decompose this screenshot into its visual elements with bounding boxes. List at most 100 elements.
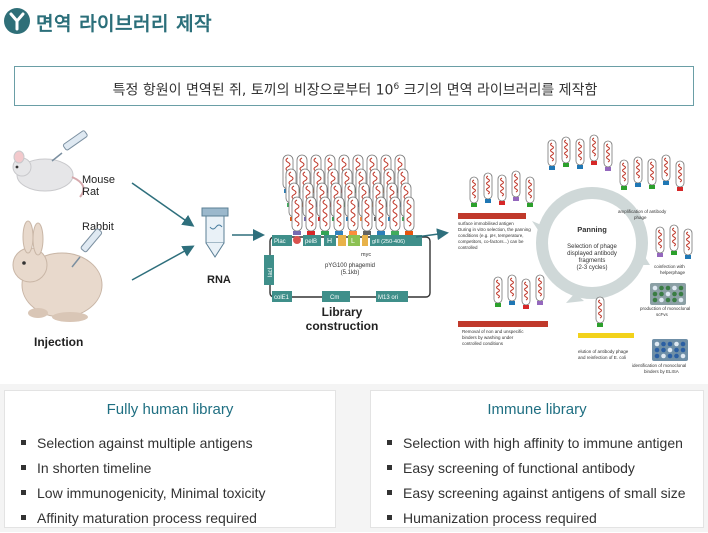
plate-well	[678, 291, 684, 297]
phage-icon	[619, 159, 629, 190]
phage-icon	[333, 196, 345, 235]
panning-phages	[469, 134, 693, 327]
phage-icon	[547, 139, 557, 170]
plate-well	[672, 285, 677, 291]
phage-icon	[493, 276, 503, 307]
intro-text: 특정 항원이 면역된 쥐, 토끼의 비장으로부터 106 크기의 면역 라이브러…	[112, 82, 598, 99]
list-item: Selection with high affinity to immune a…	[387, 433, 685, 458]
phage-icon	[669, 224, 679, 255]
plate-well	[667, 341, 673, 347]
plate-well	[654, 341, 660, 347]
plate-well	[680, 347, 686, 353]
identification-text-2: binders by ELISA	[644, 369, 679, 374]
rabbit-label: Rabbit	[82, 221, 114, 233]
plate-well	[672, 297, 677, 303]
phage-icon	[675, 160, 685, 191]
plate-well	[674, 347, 679, 353]
g3-label: gIII (250-406)	[372, 239, 405, 245]
surface-text-5: controlled	[458, 245, 478, 250]
light-chain-label: L	[351, 238, 355, 245]
panning-desc-4: (2-3 cycles)	[576, 265, 607, 271]
infection-text-2: helperphage	[660, 270, 686, 275]
removal-text-3: controlled conditions	[462, 341, 504, 346]
phage-icon	[521, 278, 531, 309]
list-item: Affinity maturation process required	[21, 508, 265, 533]
surface-text-4: competitors, co-factors...) can be	[458, 239, 524, 244]
plate-well	[667, 353, 673, 359]
fully-human-title: Fully human library	[106, 401, 234, 418]
plate-well	[654, 347, 660, 353]
phagemid-map: Plac pelB H L gIII (250-406) myc lacI pY…	[264, 235, 431, 302]
library-label-line1: Library	[322, 305, 363, 319]
removal-text-1: Removal of non and unspecific	[462, 329, 524, 334]
arrow-mouse-to-rna	[131, 182, 195, 227]
removal-text-2: binders by washing under	[462, 335, 514, 340]
phage-icon	[575, 138, 585, 169]
production-text-2: scFvs	[656, 312, 668, 317]
plate-well	[665, 297, 671, 303]
surface-antigen-strip	[458, 213, 526, 219]
list-item: Easy screening against antigens of small…	[387, 483, 685, 508]
plate-well	[678, 297, 684, 303]
phage-icon	[511, 170, 521, 201]
phage-icon	[305, 196, 317, 235]
phage-icon	[497, 174, 507, 205]
phage-icon	[595, 296, 605, 327]
plate-well	[652, 297, 658, 303]
immune-title: Immune library	[487, 401, 587, 418]
phage-icon	[483, 172, 493, 203]
intro-box: 특정 항원이 면역된 쥐, 토끼의 비장으로부터 106 크기의 면역 라이브러…	[14, 66, 694, 106]
phage-icon	[507, 274, 517, 305]
panning-title: Panning	[577, 225, 607, 234]
surface-text-2: During in vitro selection, the panning	[458, 227, 531, 232]
plate-well	[661, 353, 666, 359]
m13-label: M13 ori	[378, 295, 398, 301]
phage-icon	[661, 154, 671, 185]
panning-desc-3: fragments	[579, 258, 606, 264]
mouse-illustration	[12, 150, 85, 198]
plate-well	[659, 285, 664, 291]
phage-icon	[389, 196, 401, 235]
amp-text-1: amplification of antibody	[618, 209, 667, 214]
plate-well	[659, 291, 664, 297]
panning-cycle: Panning Selection of phage displayed ant…	[532, 187, 650, 303]
phage-icon	[361, 196, 373, 235]
immune-panel: Immune library Selection with high affin…	[370, 390, 704, 528]
cm-label: Cm	[330, 295, 339, 301]
plate-well	[674, 341, 679, 347]
elution-text-1: elution of antibody phage	[578, 349, 629, 354]
panning-desc-2: displayed antibody	[567, 251, 617, 257]
page-title: 면역 라이브러리 제작	[36, 13, 213, 35]
library-label-line2: construction	[306, 319, 379, 333]
phage-icon	[633, 156, 643, 187]
mouse-label: Mouse	[82, 174, 115, 186]
plate-well	[659, 297, 664, 303]
phagemid-name: pYG100 phagemid	[325, 263, 375, 269]
list-item: Easy screening of functional antibody	[387, 458, 685, 483]
phage-icon	[655, 226, 665, 257]
phagemid-size: (5.1kb)	[341, 270, 360, 276]
surface-text-1: surface immobilised antigen	[458, 221, 514, 226]
phage-icon	[347, 196, 359, 235]
phage-icon	[403, 196, 415, 235]
fully-human-panel: Fully human library Selection against mu…	[4, 390, 336, 528]
phage-icon	[603, 140, 613, 171]
plate-well	[665, 291, 671, 297]
rabbit-illustration	[12, 220, 103, 322]
pelb-label: pelB	[305, 239, 317, 245]
list-item: Humanization process required	[387, 508, 685, 533]
syringe-icon-rabbit	[71, 228, 103, 268]
fully-human-list: Selection against multiple antigens In s…	[21, 433, 265, 533]
plate-well	[672, 291, 677, 297]
arrow-library-to-panning	[415, 228, 449, 241]
elution-text-2: and reinfection of E. coli	[578, 355, 626, 360]
plate-well	[652, 291, 658, 297]
panning-desc-1: Selection of phage	[567, 244, 617, 250]
rna-tube-icon	[201, 207, 229, 258]
myc-label: myc	[361, 252, 371, 258]
production-text-1: production of monoclonal	[640, 306, 690, 311]
plate-well	[680, 341, 686, 347]
plate-well	[661, 347, 666, 353]
immune-list: Selection with high affinity to immune a…	[387, 433, 685, 533]
rat-label: Rat	[82, 186, 99, 198]
